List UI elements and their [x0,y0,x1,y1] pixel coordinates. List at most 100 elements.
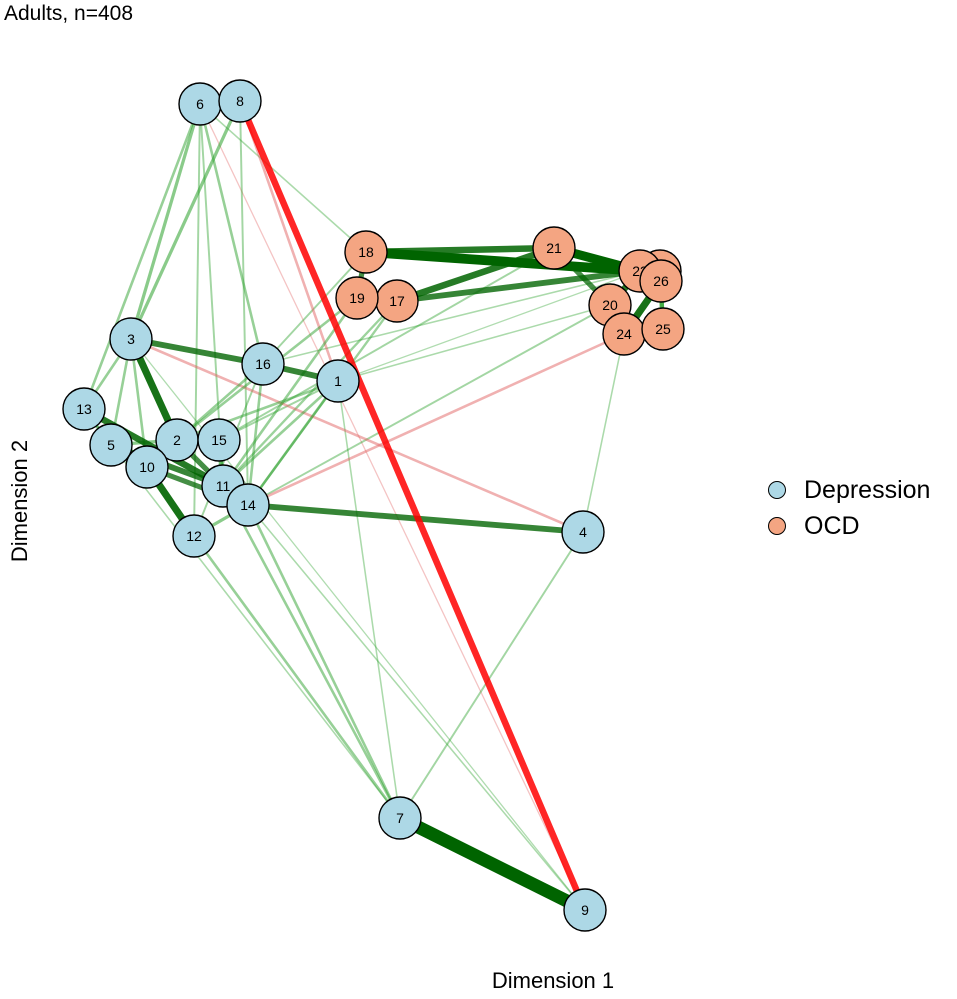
edge-18-23 [361,247,645,276]
node-label-11: 11 [216,478,231,494]
node-14: 14 [226,483,270,527]
edge-15-1 [218,380,339,441]
node-circle-15 [197,418,241,462]
edge-3-9 [130,338,586,911]
legend-swatch-depression [768,481,786,499]
node-circle-1 [316,359,360,403]
legend-label-depression: Depression [804,475,931,504]
node-label-12: 12 [186,528,202,544]
node-label-5: 5 [107,437,115,453]
edge-4-24 [582,333,625,533]
edge-7-9 [393,811,592,917]
node-label-19: 19 [349,290,365,306]
node-label-3: 3 [127,331,135,347]
edge-21-15 [218,247,555,441]
node-label-17: 17 [389,293,405,309]
node-label-26: 26 [653,273,669,289]
node-16: 16 [241,342,285,386]
node-17: 17 [375,279,419,323]
node-circle-25 [641,307,685,351]
edge-8-14 [239,100,249,506]
edge-6-3 [129,102,202,341]
node-circle-14 [226,483,270,527]
node-label-24: 24 [616,326,632,342]
network-edges [80,97,666,917]
node-label-2: 2 [173,432,181,448]
node-circle-16 [241,342,285,386]
edge-8-9 [236,97,589,914]
node-circle-18 [344,230,388,274]
node-circle-5 [89,423,133,467]
node-label-4: 4 [579,524,587,540]
edge-17-21 [393,244,558,305]
node-label-20: 20 [602,297,618,313]
node-circle-12 [172,514,216,558]
edge-1-23 [337,270,641,382]
node-label-1: 1 [334,373,342,389]
node-circle-19 [335,276,379,320]
node-2: 2 [155,418,199,462]
node-circle-3 [109,317,153,361]
node-label-13: 13 [76,401,92,417]
edge-14-9 [247,504,586,911]
node-9: 9 [563,888,607,932]
edge-17-14 [246,299,399,507]
node-18: 18 [344,230,388,274]
node-label-6: 6 [196,96,204,112]
node-21: 21 [532,226,576,270]
node-label-21: 21 [546,240,562,256]
edge-4-7 [399,531,584,819]
node-4: 4 [561,510,605,554]
node-1: 1 [316,359,360,403]
node-19: 19 [335,276,379,320]
node-label-25: 25 [655,321,671,337]
edge-6-13 [82,102,202,411]
node-circle-10 [125,445,169,489]
edge-6-16 [198,102,265,366]
node-label-15: 15 [211,432,227,448]
node-24: 24 [602,312,646,356]
node-circle-7 [378,796,422,840]
edge-11-7 [221,484,402,820]
node-26: 26 [639,259,683,303]
edge-18-16 [262,251,367,365]
node-circle-8 [218,79,262,123]
node-label-8: 8 [236,93,244,109]
legend-swatch-ocd [768,517,786,535]
node-3: 3 [109,317,153,361]
node-7: 7 [378,796,422,840]
edge-1-11 [221,379,340,488]
legend-item-ocd: OCD [768,508,930,544]
legend: Depression OCD [768,472,930,544]
edge-6-9 [199,103,586,911]
edge-17-23 [394,268,643,304]
edge-12-7 [192,534,402,820]
node-10: 10 [125,445,169,489]
x-axis-label: Dimension 1 [491,968,615,993]
node-25: 25 [641,307,685,351]
legend-item-depression: Depression [768,472,930,508]
edge-14-7 [246,503,402,820]
node-label-10: 10 [139,459,155,475]
edge-18-6 [199,103,367,253]
edge-16-14 [246,362,265,507]
node-8: 8 [218,79,262,123]
node-circle-9 [563,888,607,932]
edge-17-11 [221,299,399,488]
node-5: 5 [89,423,133,467]
y-axis-label: Dimension 2 [7,439,32,563]
edge-6-12 [193,103,201,537]
edge-3-16 [128,336,266,367]
node-13: 13 [62,387,106,431]
node-label-16: 16 [255,356,271,372]
edge-20-1 [337,304,611,382]
legend-label-ocd: OCD [804,511,860,540]
edge-1-7 [337,380,401,819]
edge-1-14 [246,379,340,507]
node-label-7: 7 [396,810,404,826]
node-label-14: 14 [240,497,256,513]
node-circle-21 [532,226,576,270]
node-circle-4 [561,510,605,554]
node-label-9: 9 [581,902,589,918]
